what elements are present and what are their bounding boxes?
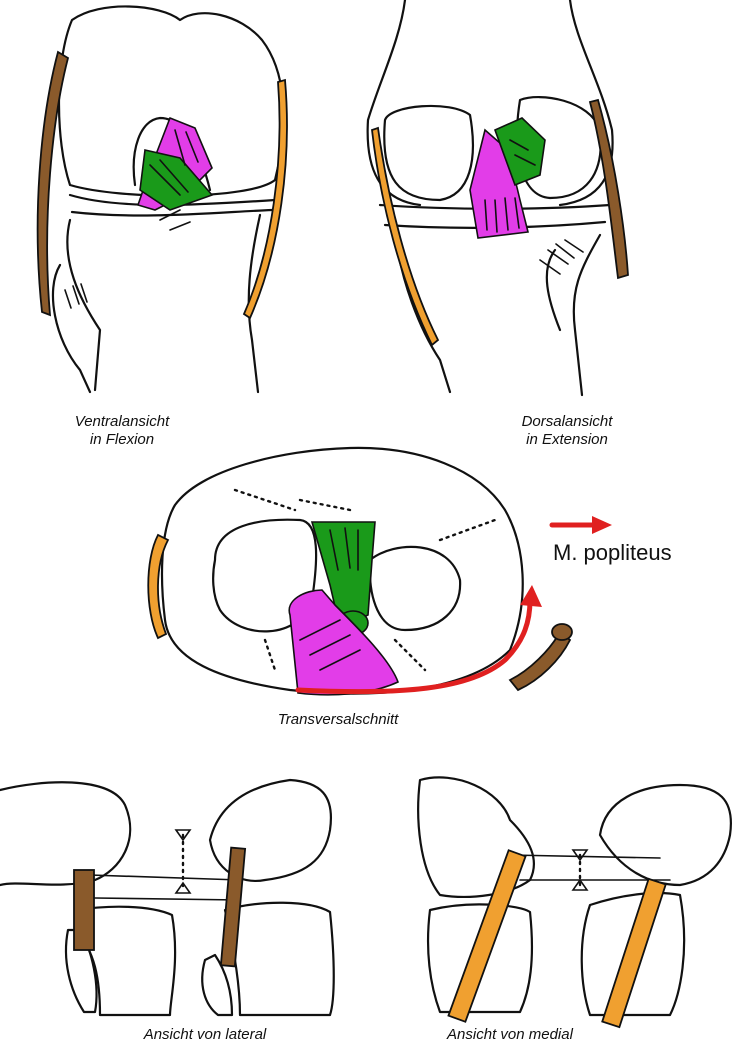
caption-ventral: Ventralansicht in Flexion (52, 413, 192, 449)
caption-ventral-line1: Ventralansicht (52, 413, 192, 431)
dorsal-view-knee (368, 0, 628, 395)
ventral-tibia-outline (67, 215, 260, 392)
dorsal-condyle-left (384, 106, 473, 200)
lateral-collateral-flexion (74, 870, 94, 950)
lateral-reference-lines (90, 875, 240, 900)
ventral-fibula (53, 265, 90, 392)
lateral-tibia-extension (225, 903, 334, 1015)
ventral-hatching (65, 210, 190, 308)
caption-medial: Ansicht von medial (410, 1026, 610, 1044)
caption-dorsal-line1: Dorsalansicht (492, 413, 642, 431)
legend-popliteus-label: M. popliteus (553, 540, 672, 566)
lateral-femur-extension (210, 780, 331, 881)
medial-collateral-flexion (448, 850, 525, 1022)
transversal-section (148, 448, 572, 695)
ventral-view-knee (38, 6, 287, 392)
caption-lateral: Ansicht von lateral (110, 1026, 300, 1044)
caption-ventral-line2: in Flexion (52, 431, 192, 449)
medial-view (418, 777, 731, 1027)
transversal-lateral-collateral-stump (552, 624, 572, 640)
caption-dorsal: Dorsalansicht in Extension (492, 413, 642, 449)
caption-dorsal-line2: in Extension (492, 431, 642, 449)
ventral-lateral-collateral (38, 52, 68, 315)
medial-femur-extension (600, 785, 731, 885)
lateral-view (0, 780, 334, 1015)
medial-collateral-extension (602, 879, 665, 1027)
lateral-femur-flexion (0, 782, 130, 885)
lateral-gap-markers (176, 830, 190, 893)
caption-transversal: Transversalschnitt (248, 711, 428, 729)
dorsal-fibula (547, 250, 560, 330)
medial-meniscus (370, 547, 460, 630)
legend-arrow (552, 516, 612, 534)
dorsal-medial-collateral (372, 128, 438, 345)
